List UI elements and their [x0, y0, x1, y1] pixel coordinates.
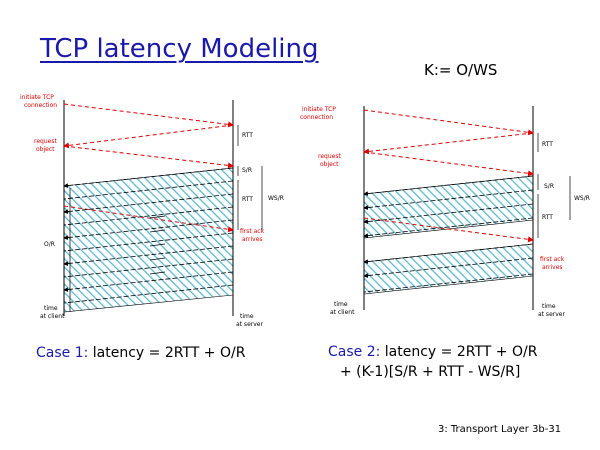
case1-rtt-top: RTT	[242, 132, 253, 139]
case2-data-segments-2	[363, 243, 534, 293]
case1-time-server-1: time	[240, 313, 254, 320]
case2-window-2	[363, 243, 534, 295]
k-definition: K:= O/WS	[424, 61, 498, 79]
case1-request	[63, 145, 234, 169]
slide-title: TCP latency Modeling	[40, 34, 319, 64]
case2-first-ack	[363, 217, 534, 243]
case2-right-markers	[537, 133, 571, 238]
case2-rtt-top: RTT	[542, 141, 553, 148]
case1-caption-formula: latency = 2RTT + O/R	[88, 345, 246, 361]
case1-or-label: O/R	[44, 241, 55, 248]
case2-request	[363, 151, 534, 177]
case1-acks	[149, 215, 166, 275]
case2-time-client-2: at client	[330, 309, 355, 316]
case2-initiate-label-2: connection	[300, 114, 333, 121]
case2-synack	[363, 132, 534, 155]
case1-synack	[63, 124, 234, 149]
case1-initiate-label-2: connection	[24, 102, 57, 109]
case1-caption: Case 1: latency = 2RTT + O/R	[36, 345, 245, 361]
case2-caption-line1: Case 2: latency = 2RTT + O/R	[328, 344, 537, 360]
case2-request-label-1: request	[318, 153, 341, 160]
case2-caption-line2: + (K-1)[S/R + RTT - WS/R]	[340, 364, 521, 380]
case2-wsr-label: WS/R	[574, 195, 590, 202]
case1-diagram: initiate TCP connection request object f…	[20, 94, 284, 328]
case2-request-label-2: object	[320, 161, 339, 168]
case2-time-server-2: at server	[538, 311, 565, 318]
case1-sr-label: S/R	[242, 167, 252, 174]
case1-request-label-1: request	[34, 138, 57, 145]
case2-sr-label: S/R	[544, 183, 554, 190]
case1-time-client-2: at client	[40, 313, 65, 320]
case1-syn	[63, 103, 234, 128]
case2-syn	[363, 109, 534, 136]
case1-firstack-label-1: first ack	[240, 228, 265, 235]
case2-firstack-label-2: arrives	[542, 264, 563, 271]
case1-caption-case: Case 1:	[36, 345, 89, 361]
case1-rtt-mid: RTT	[242, 196, 253, 203]
case1-time-client-1: time	[44, 305, 58, 312]
case2-caption-formula: latency = 2RTT + O/R	[380, 344, 538, 360]
case2-time-server-1: time	[542, 303, 556, 310]
slide-footer: 3: Transport Layer 3b-31	[438, 424, 562, 435]
case2-firstack-label-1: first ack	[540, 256, 565, 263]
case2-diagram: initiate TCP connection request object f…	[300, 106, 590, 318]
case1-right-markers	[237, 125, 263, 230]
case2-rtt-mid: RTT	[542, 214, 553, 221]
case1-data-segments	[63, 167, 234, 304]
case1-wsr-label: WS/R	[268, 195, 284, 202]
case1-time-server-2: at server	[236, 321, 263, 328]
case1-first-ack	[63, 205, 234, 233]
case2-initiate-label-1: initiate TCP	[302, 106, 336, 113]
case1-firstack-label-2: arrives	[242, 236, 263, 243]
case2-time-client-1: time	[334, 301, 348, 308]
case2-data-segments-1	[363, 175, 534, 238]
case1-request-label-2: object	[36, 146, 55, 153]
case2-caption-case: Case 2:	[328, 344, 381, 360]
case1-initiate-label-1: initiate TCP	[20, 94, 54, 101]
